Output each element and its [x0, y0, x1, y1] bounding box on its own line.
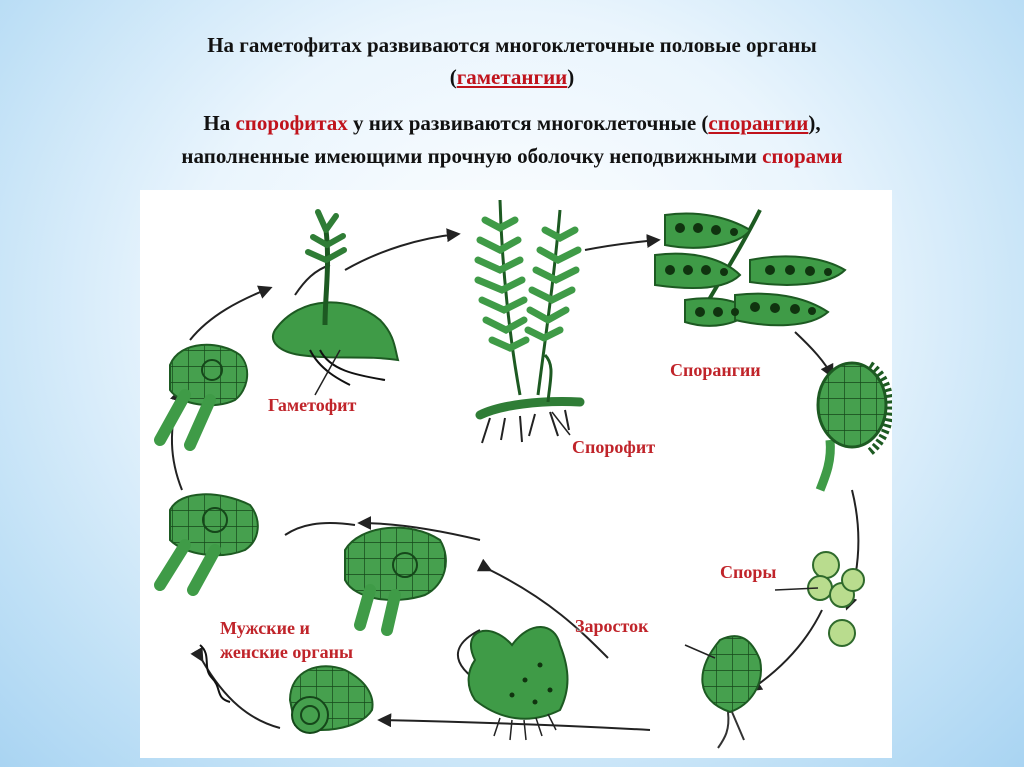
- heading-line-4: наполненные имеющими прочную оболочку не…: [40, 141, 984, 171]
- term-gametangia: гаметангии: [456, 65, 568, 89]
- heading-paren-close: ): [567, 65, 575, 89]
- mature-sporophyte: [474, 199, 585, 444]
- label-spores: Споры: [720, 562, 777, 582]
- prothallus-heart: [467, 626, 569, 741]
- young-sporophyte: [272, 209, 400, 386]
- term-sporangia: спорангии: [708, 111, 809, 135]
- heading-paren-open: (: [449, 65, 457, 89]
- life-cycle-artwork: [154, 199, 892, 749]
- label-leaders: [314, 349, 819, 659]
- label-gametophyte: Гаметофит: [268, 395, 357, 415]
- term-sporophytes: спорофитах: [235, 111, 348, 135]
- heading-line-3-b: у них развиваются многоклеточные (: [347, 111, 709, 135]
- archegonium-left-lower: [154, 493, 259, 596]
- frond-with-sori: [654, 209, 847, 327]
- heading-line-1-text: На гаметофитах развиваются многоклеточны…: [207, 33, 817, 57]
- spores: [807, 551, 865, 647]
- label-organs-line-2: женские органы: [220, 642, 354, 662]
- label-sporophyte: Спорофит: [572, 437, 656, 457]
- germinating-spore: [701, 635, 762, 749]
- label-sporangia: Спорангии: [670, 360, 761, 380]
- label-organs-line-1: Мужские и: [220, 618, 310, 638]
- heading-line-4-a: наполненные имеющими прочную оболочку не…: [181, 144, 763, 168]
- label-prothallus: Заросток: [575, 616, 649, 636]
- antheridium: [199, 644, 374, 734]
- heading-line-3-c: ),: [808, 111, 821, 135]
- life-cycle-diagram: Гаметофит Спорофит Спорангии Споры Зарос…: [140, 190, 892, 758]
- heading-line-1: На гаметофитах развиваются многоклеточны…: [40, 30, 984, 60]
- term-spores: спорами: [762, 144, 843, 168]
- heading-line-2: (гаметангии): [40, 62, 984, 92]
- heading-line-3: На спорофитах у них развиваются многокле…: [40, 108, 984, 138]
- archegonium-center: [344, 526, 447, 636]
- heading-line-3-a: На: [203, 111, 236, 135]
- sporangium: [815, 361, 892, 492]
- archegonium-left-upper: [154, 343, 249, 451]
